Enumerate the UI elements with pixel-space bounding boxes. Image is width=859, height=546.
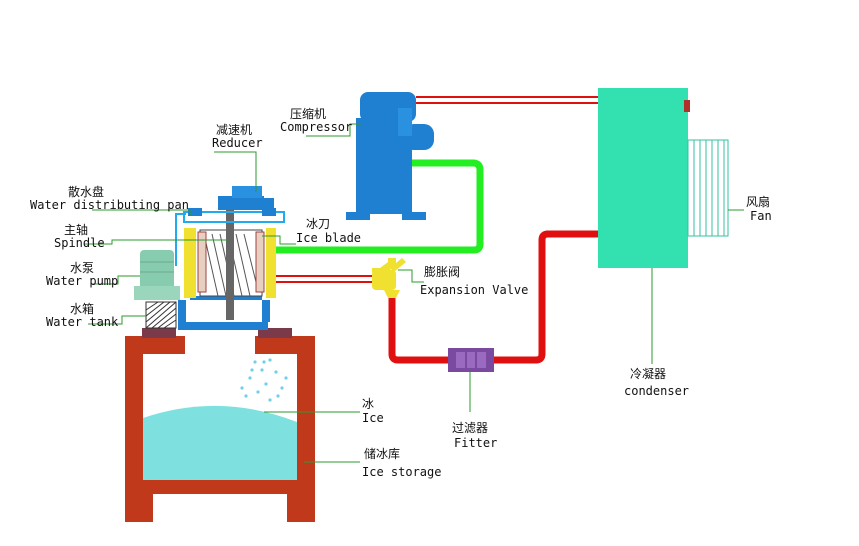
- water-pump: [134, 250, 180, 300]
- label-water-pump: 水泵 Water pump: [46, 261, 118, 288]
- leader-lines: [84, 123, 744, 463]
- label-fan-en: Fan: [750, 209, 772, 223]
- refrigerant-lines: [276, 96, 600, 364]
- label-filter: 过滤器 Fitter: [452, 421, 497, 450]
- label-ice: 冰 Ice: [362, 397, 384, 425]
- label-reducer-cn: 减速机: [216, 123, 252, 137]
- label-reducer: 减速机 Reducer: [212, 123, 263, 150]
- label-fan-cn: 风扇: [746, 194, 770, 209]
- label-reducer-en: Reducer: [212, 136, 263, 150]
- fan: [687, 139, 729, 237]
- label-compressor-en: Compressor: [280, 120, 352, 134]
- label-filter-en: Fitter: [454, 436, 497, 450]
- label-ice-blade: 冰刀 Ice blade: [296, 217, 361, 245]
- label-ice-blade-cn: 冰刀: [306, 217, 330, 231]
- label-condenser: 冷凝器 condenser: [624, 366, 689, 398]
- label-water-tank: 水箱 Water tank: [46, 301, 119, 329]
- falling-ice: [240, 358, 288, 402]
- evaporator: [175, 186, 285, 330]
- label-water-pump-cn: 水泵: [70, 261, 94, 275]
- label-water-pump-en: Water pump: [46, 274, 118, 288]
- label-ice-en: Ice: [362, 411, 384, 425]
- label-ice-cn: 冰: [362, 397, 374, 411]
- label-ice-blade-en: Ice blade: [296, 231, 361, 245]
- label-filter-cn: 过滤器: [452, 421, 488, 435]
- label-compressor-cn: 压缩机: [290, 106, 326, 121]
- compressor: [346, 92, 434, 220]
- water-tank: [142, 301, 292, 338]
- expansion-valve: [372, 258, 406, 298]
- label-expansion-valve: 膨胀阀 Expansion Valve: [420, 265, 528, 297]
- label-water-tank-en: Water tank: [46, 315, 119, 329]
- condenser: [598, 88, 690, 268]
- ice-pile: [143, 405, 297, 480]
- label-condenser-en: condenser: [624, 384, 689, 398]
- label-ice-storage-cn: 储冰库: [364, 446, 400, 461]
- label-water-pan-cn: 散水盘: [68, 184, 104, 199]
- label-compressor: 压缩机 Compressor: [280, 106, 352, 134]
- label-ice-storage: 储冰库 Ice storage: [362, 446, 441, 479]
- label-expansion-valve-en: Expansion Valve: [420, 283, 528, 297]
- ice-storage: [125, 336, 315, 522]
- label-spindle: 主轴 Spindle: [54, 222, 105, 250]
- label-water-pan: 散水盘 Water distributing pan: [30, 184, 189, 212]
- label-water-pan-en: Water distributing pan: [30, 198, 189, 212]
- label-water-tank-cn: 水箱: [70, 301, 94, 316]
- label-condenser-cn: 冷凝器: [630, 366, 666, 381]
- filter: [448, 348, 494, 372]
- label-fan: 风扇 Fan: [746, 194, 772, 223]
- label-expansion-valve-cn: 膨胀阀: [424, 265, 460, 279]
- label-ice-storage-en: Ice storage: [362, 465, 441, 479]
- label-spindle-cn: 主轴: [64, 222, 88, 237]
- label-spindle-en: Spindle: [54, 236, 105, 250]
